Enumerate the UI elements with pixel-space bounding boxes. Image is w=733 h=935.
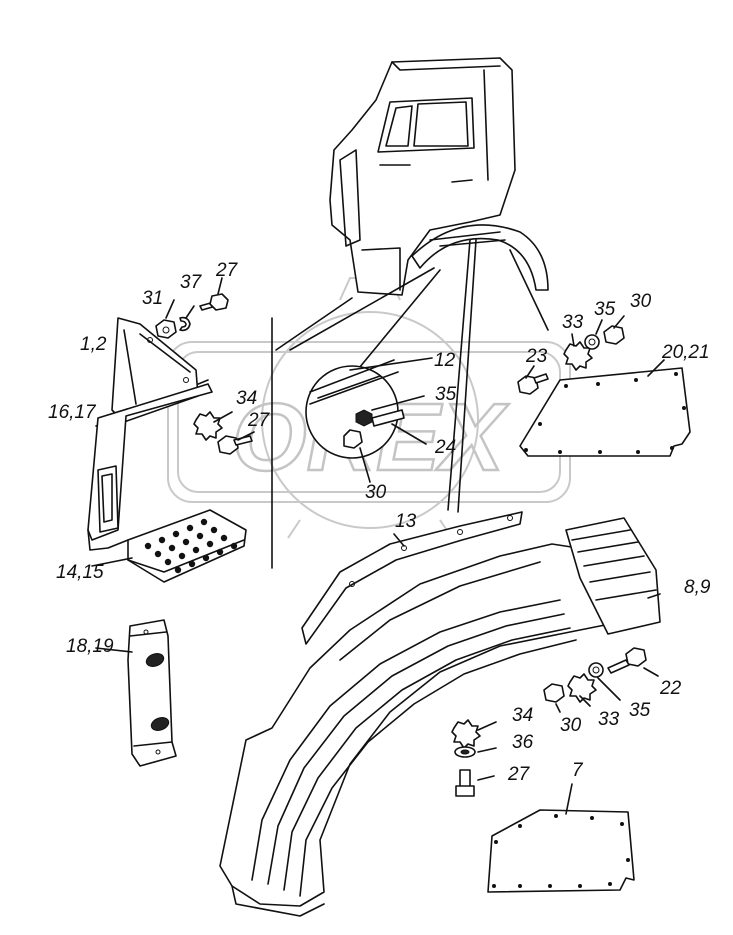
callout-c-31: 31 [142,288,163,309]
callout-c-33a: 33 [562,312,584,333]
callout-c-35b: 35 [594,299,616,320]
mudflap-upper [519,359,691,457]
callout-c-1-2: 1,2 [80,334,107,355]
detail-view [305,357,433,483]
fastener-stack-lower [451,719,497,797]
callout-c-20-21: 20,21 [661,342,710,363]
step-support [87,383,213,551]
callout-c-23: 23 [525,346,548,367]
callout-c-30a: 30 [365,482,387,503]
step-plate [91,509,247,583]
front-fender [219,543,611,917]
callout-c-34a: 34 [236,388,257,409]
callout-c-13: 13 [395,511,417,532]
fender-extension [565,517,661,635]
leader-line [509,249,549,331]
fastener-set-right [517,315,625,395]
callout-c-27b: 27 [247,410,271,431]
callout-c-22: 22 [659,678,682,699]
callout-c-33b: 33 [598,709,620,730]
callout-c-14-15: 14,15 [56,562,104,583]
callout-c-12: 12 [434,350,456,371]
leader-line [289,267,435,351]
leader-line [275,297,353,351]
fastener-set-left [155,277,229,339]
leader-line [457,239,477,513]
truck-cab [329,57,549,296]
callout-labels: 27 37 31 1,2 34 16,17 27 14,15 12 35 24 30 33 35 30 23 2… [48,260,711,785]
callout-c-18-19: 18,19 [66,636,114,657]
callout-c-30b: 30 [630,291,652,312]
callout-c-37: 37 [180,272,203,293]
fastener-set-lower [543,647,659,713]
leader-line [344,269,441,386]
callout-c-27c: 27 [507,764,531,785]
callout-c-7: 7 [572,760,584,781]
callout-c-34b: 34 [512,705,533,726]
mounting-plate [95,619,177,767]
callout-c-35c: 35 [629,700,651,721]
callout-c-24: 24 [434,437,456,458]
callout-c-16-17: 16,17 [48,402,97,423]
leader-line [447,239,471,511]
fastener-set-step [193,411,255,455]
fender-bracket [301,511,523,645]
callout-c-8-9: 8,9 [684,577,711,598]
callout-c-30c: 30 [560,715,582,736]
callout-c-27a: 27 [215,260,239,281]
mudflap-lower [487,783,635,893]
callout-c-36: 36 [512,732,534,753]
callout-c-35a: 35 [435,384,457,405]
